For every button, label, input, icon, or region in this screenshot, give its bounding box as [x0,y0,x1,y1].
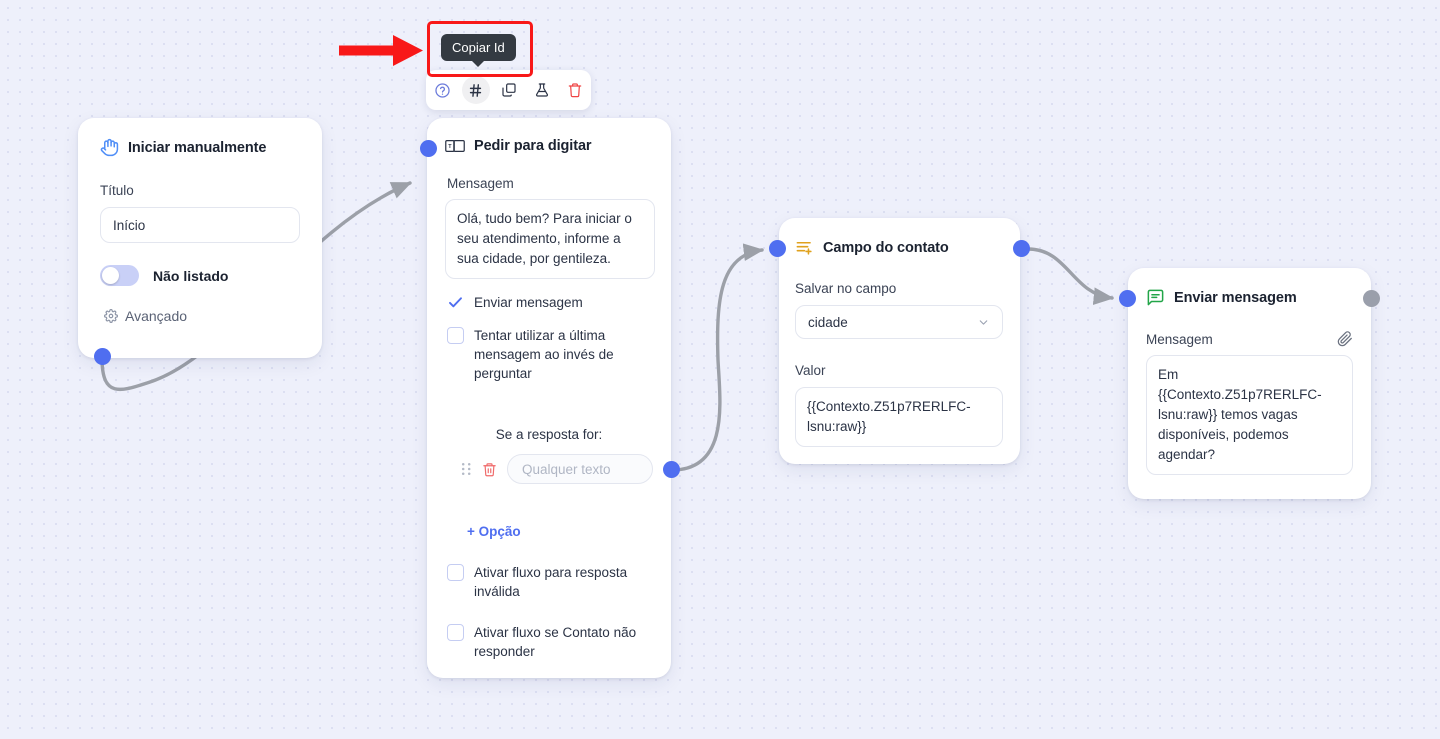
send-input-dot[interactable] [1119,290,1136,307]
avancado-label: Avançado [125,308,188,324]
help-icon[interactable] [429,76,457,104]
tooltip-copiar-id: Copiar Id [441,34,516,67]
node-title-text: Pedir para digitar [474,138,592,154]
checkbox-icon[interactable] [447,327,464,344]
valor-label: Valor [795,363,826,378]
text-input-icon: T [445,138,465,154]
mensagem-textarea[interactable]: Em {{Contexto.Z51p7RERLFC-lsnu:raw}} tem… [1146,355,1353,475]
titulo-input[interactable]: Início [100,207,300,243]
annotation-highlight-box [427,21,533,77]
usar-ultima-mensagem-check-row[interactable]: Tentar utilizar a última mensagem ao inv… [447,326,653,383]
field-output-dot[interactable] [1013,240,1030,257]
nao-listado-row[interactable]: Não listado [100,265,300,286]
ask-output-dot[interactable] [663,461,680,478]
node-enviar-mensagem[interactable]: Enviar mensagem Mensagem Em {{Contexto.Z… [1128,268,1371,499]
node-header: Enviar mensagem [1146,288,1353,307]
node-title-text: Iniciar manualmente [128,139,267,156]
valor-input[interactable]: {{Contexto.Z51p7RERLFC-lsnu:raw}} [795,387,1003,447]
node-header: T Pedir para digitar [445,138,653,154]
mensagem-label: Mensagem [1146,331,1213,347]
node-header: Iniciar manualmente [100,138,300,157]
delete-option-trash-icon[interactable] [482,462,497,477]
flask-icon[interactable] [528,76,556,104]
message-square-icon [1146,288,1165,307]
se-a-resposta-for-label: Se a resposta for: [495,427,603,442]
enviar-mensagem-check-row[interactable]: Enviar mensagem [447,293,653,312]
mensagem-label-row: Mensagem [1146,331,1353,347]
svg-text:T: T [448,144,452,150]
enviar-mensagem-label: Enviar mensagem [474,295,583,310]
salvar-no-campo-select[interactable]: cidade [795,305,1003,339]
paperclip-icon[interactable] [1337,331,1353,347]
resposta-invalida-label: Ativar fluxo para resposta inválida [474,565,628,599]
ask-input-dot[interactable] [420,140,437,157]
node-iniciar-manualmente[interactable]: Iniciar manualmente Título Início Não li… [78,118,322,358]
chevron-down-icon [977,316,990,329]
check-icon [447,294,464,311]
salvar-no-campo-label: Salvar no campo [795,281,897,296]
mensagem-textarea[interactable]: Olá, tudo bem? Para iniciar o seu atendi… [445,199,655,279]
hand-pointer-icon [100,138,119,157]
edge-ask-to-field [670,243,765,472]
checkbox-icon[interactable] [447,624,464,641]
contato-nao-responder-check-row[interactable]: Ativar fluxo se Contato não responder [447,623,653,661]
annotation-red-arrow [339,35,423,66]
select-value: cidade [808,314,848,330]
answer-option-row[interactable]: Qualquer texto [461,454,653,484]
gear-icon [104,309,118,323]
titulo-label: Título [100,183,134,198]
field-input-dot[interactable] [769,240,786,257]
nao-listado-toggle[interactable] [100,265,139,286]
node-pedir-para-digitar[interactable]: T Pedir para digitar Mensagem Olá, tudo … [427,118,671,678]
trash-icon[interactable] [561,76,589,104]
node-header: Campo do contato [795,238,1004,257]
duplicate-icon[interactable] [495,76,523,104]
checkbox-icon[interactable] [447,564,464,581]
list-plus-icon [795,238,814,257]
edge-field-to-send [1026,247,1115,305]
usar-ultima-mensagem-label: Tentar utilizar a última mensagem ao inv… [474,328,614,381]
contato-nao-responder-label: Ativar fluxo se Contato não responder [474,625,637,659]
nao-listado-label: Não listado [153,267,229,284]
drag-handle-icon[interactable] [461,461,472,477]
node-title-text: Enviar mensagem [1174,289,1297,306]
add-option-button[interactable]: + Opção [467,524,521,539]
avancado-button[interactable]: Avançado [104,308,300,324]
toggle-knob [102,267,119,284]
start-output-dot[interactable] [94,348,111,365]
resposta-invalida-check-row[interactable]: Ativar fluxo para resposta inválida [447,563,653,601]
send-output-dot[interactable] [1363,290,1380,307]
node-title-text: Campo do contato [823,239,949,256]
node-campo-do-contato[interactable]: Campo do contato Salvar no campo cidade … [779,218,1020,464]
hash-icon[interactable] [461,76,490,104]
mensagem-label: Mensagem [447,176,514,191]
answer-text-input[interactable]: Qualquer texto [507,454,653,484]
